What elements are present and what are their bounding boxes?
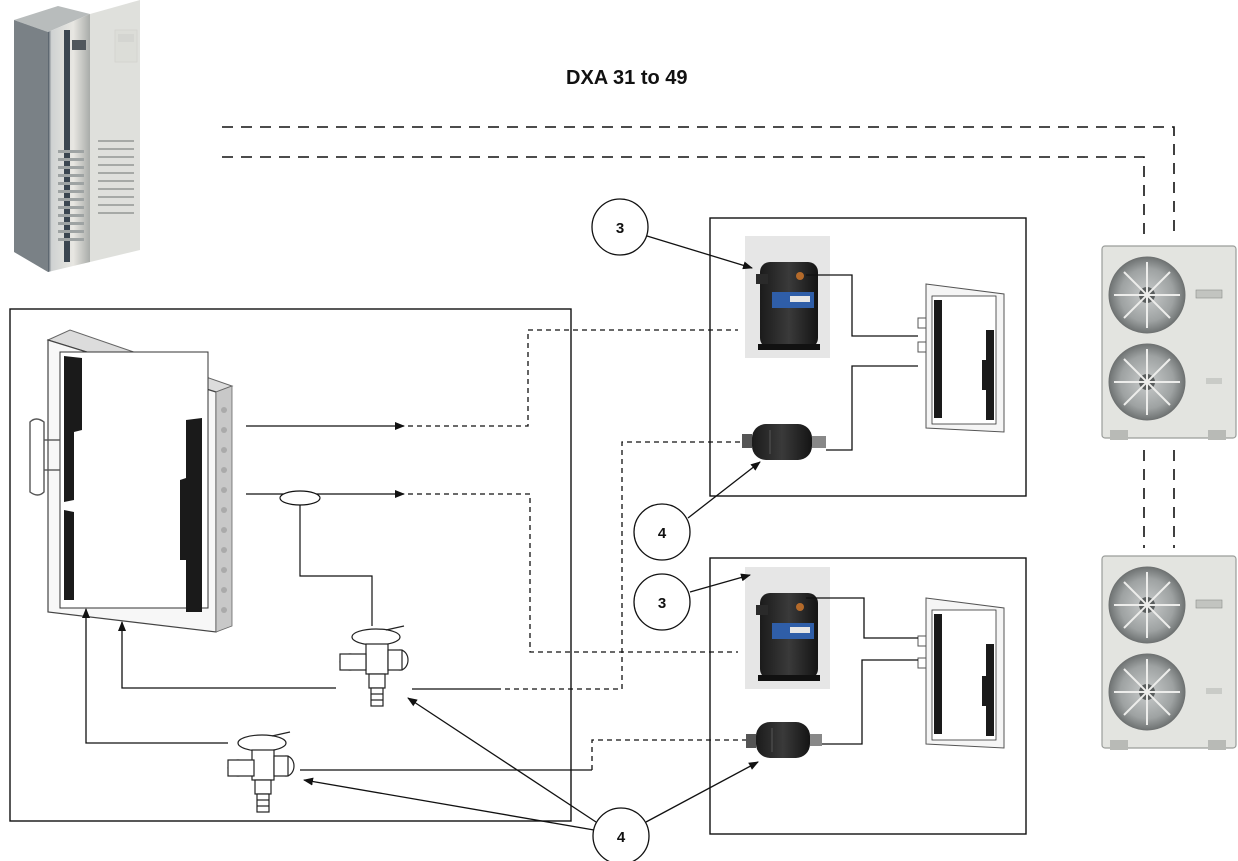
callout-label: 3 [616, 220, 624, 237]
suction-dashed-lines [408, 329, 738, 653]
sensing-bulb [279, 490, 321, 506]
compressor-bottom [745, 567, 830, 689]
callout-compressor-top: 3 [591, 198, 753, 270]
outdoor-unit-bottom [1101, 555, 1237, 750]
expansion-valve-lower [227, 731, 295, 813]
capillary-line [299, 505, 373, 626]
condenser-coil-bottom [917, 597, 1005, 749]
remote-piping-lines [222, 126, 1175, 548]
evaporator-coil [29, 329, 234, 633]
callout-valves: 4 [303, 697, 759, 861]
callout-label: 3 [658, 595, 666, 612]
callout-label: 4 [617, 829, 626, 846]
liquid-dashed-lines [496, 441, 752, 770]
callout-compressor-bottom: 3 [633, 573, 751, 631]
callout-filter-top: 4 [633, 461, 761, 561]
compressor-module-bottom-box [709, 557, 1027, 835]
filter-drier-bottom [746, 722, 822, 758]
diagram-title: DXA 31 to 49 [566, 67, 688, 89]
filter-drier-top [742, 424, 826, 460]
suction-lines [246, 422, 405, 498]
compressor-module-top-box [709, 217, 1027, 497]
condenser-coil-top [917, 283, 1005, 433]
indoor-cabinet-unit [14, 0, 140, 272]
callout-label: 4 [658, 525, 667, 542]
outdoor-unit-top [1101, 245, 1237, 440]
expansion-valve-upper [339, 625, 409, 707]
evaporator-section-box [9, 308, 572, 822]
module-piping [806, 274, 918, 745]
compressor-top [745, 236, 830, 358]
liquid-feed-lines [82, 608, 592, 771]
